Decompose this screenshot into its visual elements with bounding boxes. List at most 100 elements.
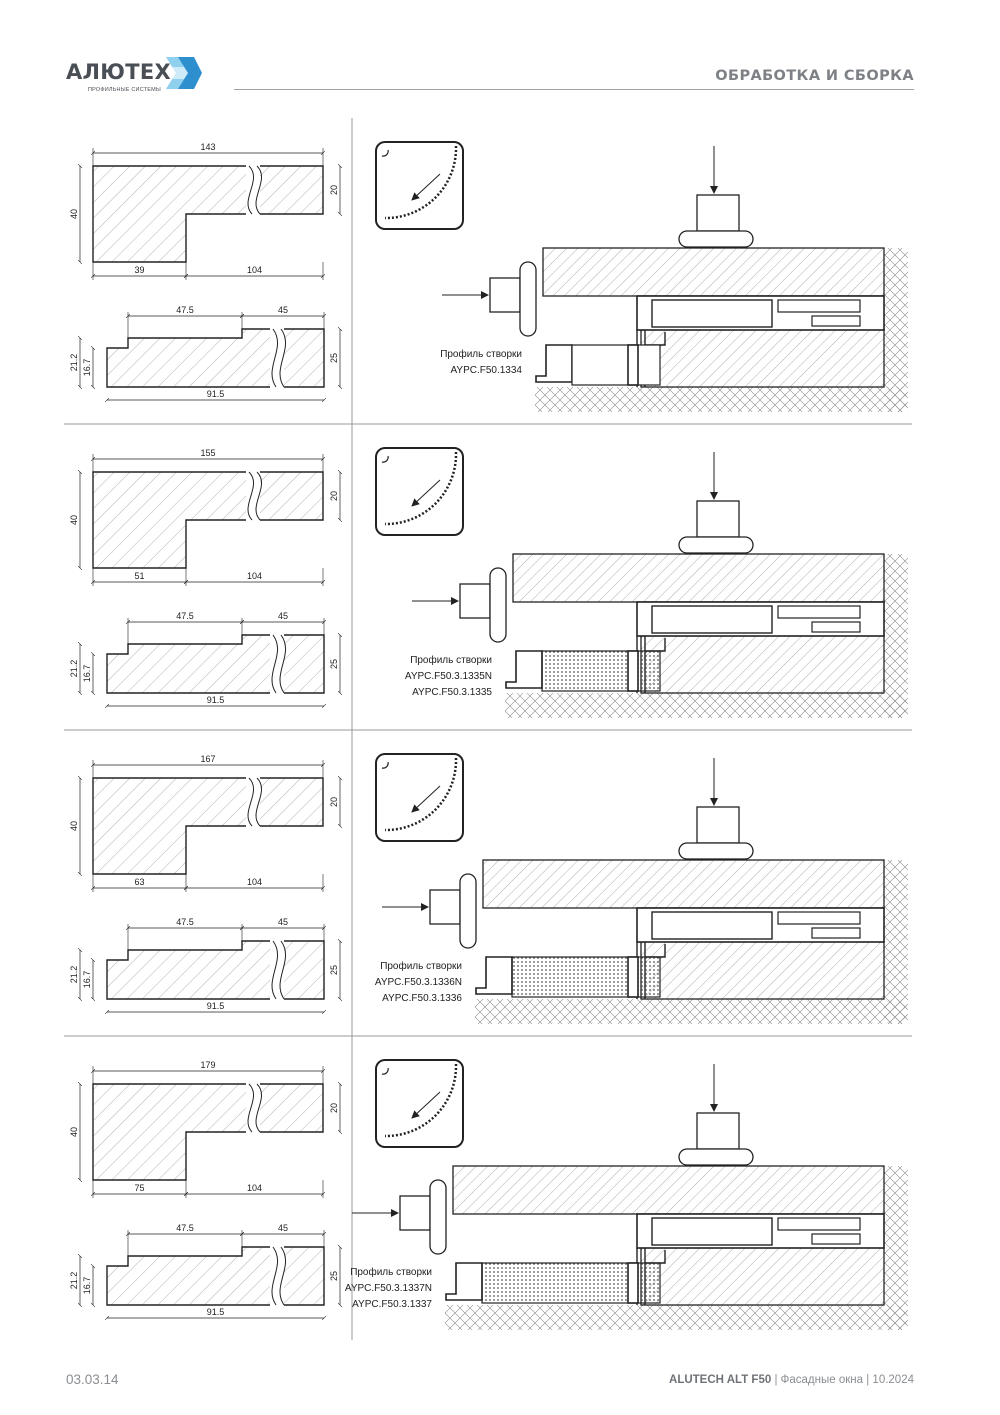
sash-profile: [505, 650, 661, 692]
dim-top-right: 20: [329, 185, 339, 195]
dim-bottom-left-top: 47.5: [176, 305, 194, 315]
sash-outer-leg: [475, 956, 513, 995]
page-code: 03.03.14: [66, 1372, 119, 1387]
dim-top-total: 143: [200, 142, 215, 152]
break-line: [271, 1246, 279, 1306]
frame-chamber: [651, 911, 773, 940]
side-pad: [519, 261, 537, 337]
footer-brand: ALUTECH ALT F50: [669, 1374, 772, 1386]
dim-bottom-inner-height: 16.7: [82, 971, 92, 989]
footer-separator: |: [771, 1374, 781, 1386]
footer-info: ALUTECH ALT F50 | Фасадные окна | 10.202…: [669, 1374, 914, 1386]
wall-hatch: [884, 554, 908, 718]
sash-outer-leg: [535, 344, 573, 383]
footer-separator: |: [863, 1374, 873, 1386]
side-roller: [489, 277, 521, 313]
saw-icon: [375, 141, 464, 230]
top-bar-profile: [92, 1083, 324, 1181]
sash-inner-leg: [627, 1262, 639, 1304]
dim-bottom-right-top: 45: [278, 305, 288, 315]
page-title: ОБРАБОТКА И СБОРКА: [715, 68, 914, 84]
dim-top-total: 155: [200, 448, 215, 458]
rotation-arrow: [411, 1091, 441, 1119]
dim-bottom-right-top: 45: [278, 1223, 288, 1233]
logo-subtitle: ПРОФИЛЬНЫЕ СИСТЕМЫ: [88, 87, 161, 93]
sash-profile: [535, 344, 661, 386]
dim-bottom-right-top: 45: [278, 917, 288, 927]
footer-date: 10.2024: [872, 1374, 914, 1386]
sash-filling: [541, 650, 661, 692]
dim-top-height: 40: [69, 209, 79, 219]
bottom-bar-profile: [106, 1246, 325, 1306]
sash-inner-leg: [627, 650, 639, 692]
footer-section: Фасадные окна: [780, 1374, 864, 1386]
lower-block: [640, 328, 885, 388]
frame-chamber-small: [777, 911, 861, 925]
upper-block: [482, 859, 885, 909]
assembly-drawing: Профиль створкиAYPC.F50.3.1335NAYPC.F50.…: [405, 452, 908, 718]
dim-top-right: 20: [329, 1103, 339, 1113]
sash-inner-leg: [627, 344, 639, 386]
dim-bottom-outer-height: 21.2: [69, 1272, 79, 1290]
dim-top-bottom-left: 63: [134, 877, 144, 887]
bottom-bar-profile: [106, 634, 325, 694]
saw-icon-frame: [375, 753, 464, 842]
saw-hub: [381, 149, 389, 157]
break-line: [279, 940, 287, 1000]
ground-hatch: [445, 1305, 907, 1330]
press-roller: [696, 500, 740, 538]
saw-hub: [381, 455, 389, 463]
saw-blade-arc: [384, 451, 458, 526]
sash-outer-leg: [505, 650, 543, 689]
break-line: [271, 634, 279, 694]
saw-blade-arc: [384, 1063, 458, 1138]
assembly-drawing: Профиль створкиAYPC.F50.3.1337NAYPC.F50.…: [345, 1064, 908, 1330]
saw-icon: [375, 1059, 464, 1148]
ground-hatch: [505, 693, 907, 718]
frame-chamber: [651, 1217, 773, 1246]
dim-top-height: 40: [69, 515, 79, 525]
side-pad: [429, 1179, 447, 1255]
wall-hatch: [884, 860, 908, 1024]
side-roller: [399, 1195, 431, 1231]
logo-text: АЛЮТЕХ: [66, 60, 172, 84]
top-bar-profile: [92, 777, 324, 875]
sash-profile: [445, 1262, 661, 1304]
sash-profile-code: AYPC.F50.3.1335N: [405, 671, 492, 682]
lower-block: [640, 634, 885, 694]
saw-icon-frame: [375, 447, 464, 536]
frame-chamber-small: [777, 605, 861, 619]
dim-top-bottom-left: 51: [134, 571, 144, 581]
upper-block: [512, 553, 885, 603]
frame-chamber-small: [811, 1233, 861, 1245]
dim-top-height: 40: [69, 1127, 79, 1137]
sash-profile-code: AYPC.F50.3.1335: [412, 687, 492, 698]
dim-bottom-outer-height: 21.2: [69, 354, 79, 372]
saw-icon-frame: [375, 1059, 464, 1148]
frame-chamber-small: [811, 621, 861, 633]
sash-profile-code: AYPC.F50.3.1337N: [345, 1283, 432, 1294]
dim-bottom-right-top: 45: [278, 611, 288, 621]
bottom-bar-profile: [106, 940, 325, 1000]
rotation-arrow: [411, 479, 441, 507]
dim-top-total: 179: [200, 1060, 215, 1070]
dim-bottom-left-top: 47.5: [176, 917, 194, 927]
break-line: [279, 328, 287, 388]
break-line: [279, 634, 287, 694]
dim-bottom-total: 91.5: [207, 1307, 225, 1317]
sash-outer-leg: [445, 1262, 483, 1301]
sash-profile-code: AYPC.F50.3.1336N: [375, 977, 462, 988]
break-line: [255, 165, 263, 215]
dim-bottom-right: 25: [329, 1271, 339, 1281]
wall-hatch: [884, 248, 908, 412]
dim-bottom-inner-height: 16.7: [82, 1277, 92, 1295]
rotation-arrow: [411, 785, 441, 813]
header-divider: [234, 89, 914, 90]
